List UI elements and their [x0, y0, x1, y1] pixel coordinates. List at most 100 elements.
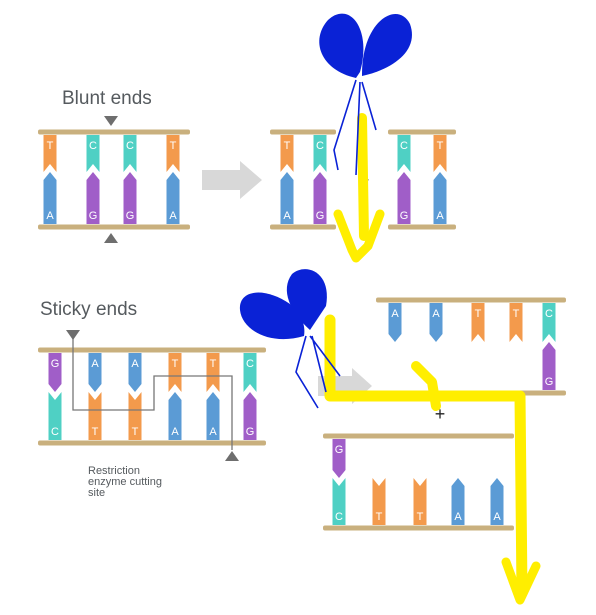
- blunt-left-fragment-bottom-backbone: [270, 224, 336, 230]
- blunt-right-fragment-base-0-bottom-G: [397, 172, 411, 224]
- sticky-original-base-2-bottom-label: T: [132, 426, 139, 438]
- cutting-site-note-line-3: site: [88, 487, 105, 499]
- yellow-scribble-line-1: [357, 113, 369, 241]
- blunt-cut-marker-bottom: [104, 233, 118, 243]
- blunt-right-fragment-bottom-backbone: [388, 224, 456, 230]
- blunt-original-base-3-top-label: T: [170, 140, 177, 152]
- sticky-original-base-1-bottom-label: T: [92, 426, 99, 438]
- sticky-original-base-0-bottom-label: C: [51, 426, 59, 438]
- sticky-bottom-fragment-top-backbone: [323, 433, 514, 439]
- blunt-original-top-backbone: [38, 129, 190, 135]
- sticky-bottom-fragment-base-0-bottom-C: [332, 478, 346, 525]
- sticky-original-base-0-top-G: [48, 353, 62, 392]
- blunt-original-base-0-top-label: T: [47, 140, 54, 152]
- sticky-original-base-3-top-label: T: [172, 358, 179, 370]
- blunt-original-base-2-top-label: C: [126, 140, 134, 152]
- sticky-original-base-1-bottom-T: [88, 392, 102, 440]
- blunt-original-base-2-bottom-G: [123, 172, 137, 224]
- blunt-original-base-0-bottom-label: A: [46, 210, 54, 222]
- sticky-bottom-fragment-base-4-bottom-A: [490, 478, 504, 525]
- blunt-original-base-3-bottom-label: A: [169, 210, 177, 222]
- blunt-left-fragment-top-backbone: [270, 129, 336, 135]
- sticky-top-fragment-base-3-top-label: T: [513, 308, 520, 320]
- sticky-original-top-backbone: [38, 347, 266, 353]
- blunt-right-fragment-base-0-top-C: [397, 135, 411, 172]
- blunt-ends-title: Blunt ends: [62, 88, 152, 109]
- hand-drawn-annotations: [239, 13, 541, 605]
- blunt-left-fragment-base-0-bottom-A: [280, 172, 294, 224]
- sticky-top-fragment-base-2-top-T: [471, 303, 485, 342]
- sticky-bottom-fragment-base-3-bottom-A: [451, 478, 465, 525]
- blunt-original-base-3-top-T: [166, 135, 180, 172]
- sticky-top-fragment-base-3-top-T: [509, 303, 523, 342]
- sticky-bottom-fragment-base-2-bottom-label: T: [417, 511, 424, 523]
- blue-scribble-stems-2: [295, 335, 341, 409]
- sticky-original-base-0-top-label: G: [51, 358, 60, 370]
- blunt-original-base-1-bottom-label: G: [89, 210, 98, 222]
- sticky-original-base-4-top-T: [206, 353, 220, 392]
- blunt-left-fragment-base-0-bottom-label: A: [283, 210, 291, 222]
- sticky-bottom-fragment-base-1-bottom-label: T: [376, 511, 383, 523]
- blunt-process-arrow: [202, 161, 262, 199]
- sticky-bottom-fragment-bottom-backbone: [323, 525, 514, 531]
- sticky-original-base-4-bottom-A: [206, 392, 220, 440]
- blunt-right-fragment-base-0-bottom-label: G: [400, 210, 409, 222]
- sticky-original-base-5-bottom-G: [243, 392, 257, 440]
- sticky-original-base-4-top-label: T: [210, 358, 217, 370]
- sticky-original-base-5-top-C: [243, 353, 257, 392]
- sticky-original-base-2-top-label: A: [131, 358, 139, 370]
- blunt-left-fragment-base-0-top-label: T: [284, 140, 291, 152]
- sticky-bottom-fragment-base-1-bottom-T: [372, 478, 386, 525]
- sticky-top-fragment-base-4-bottom-label: G: [545, 376, 554, 388]
- blue-scribble-loop-1b: [362, 13, 412, 77]
- sticky-top-fragment-base-4-top-label: C: [545, 308, 553, 320]
- sticky-cut-line: [72, 338, 233, 450]
- sticky-original-base-0-bottom-C: [48, 392, 62, 440]
- sticky-top-fragment-base-1-top-A: [429, 303, 443, 342]
- blue-scribble-stems-1: [333, 79, 377, 176]
- cutting-site-note-line-2: enzyme cutting: [88, 476, 162, 488]
- sticky-original-bottom-backbone: [38, 440, 266, 446]
- sticky-bottom-fragment-base-3-bottom-label: A: [454, 511, 462, 523]
- sticky-top-fragment-top-backbone: [376, 297, 566, 303]
- blunt-original-base-1-top-label: C: [89, 140, 97, 152]
- yellow-scribble-shape: [411, 361, 441, 411]
- sticky-cut-marker-bottom: [225, 451, 239, 461]
- blunt-left-fragment-base-1-bottom-G: [313, 172, 327, 224]
- sticky-original-base-1-top-label: A: [91, 358, 99, 370]
- cutting-site-note-line-1: Restriction: [88, 465, 140, 477]
- sticky-original-base-2-top-A: [128, 353, 142, 392]
- sticky-cut-marker-top: [66, 330, 80, 340]
- blunt-left-fragment-base-0-top-T: [280, 135, 294, 172]
- sticky-bottom-fragment-base-2-bottom-T: [413, 478, 427, 525]
- blunt-right-fragment-base-1-top-T: [433, 135, 447, 172]
- sticky-bottom-fragment-base-0-top-label: G: [335, 444, 344, 456]
- blue-scribble-loop-1a: [319, 13, 364, 79]
- sticky-ends-title: Sticky ends: [40, 299, 137, 320]
- blunt-original-base-1-top-C: [86, 135, 100, 172]
- sticky-top-fragment-base-0-top-label: A: [391, 308, 399, 320]
- blunt-left-fragment-base-1-top-label: C: [316, 140, 324, 152]
- sticky-bottom-fragment-base-4-bottom-label: A: [493, 511, 501, 523]
- sticky-top-fragment-base-2-top-label: T: [475, 308, 482, 320]
- sticky-original-base-3-bottom-label: A: [171, 426, 179, 438]
- sticky-original-base-1-top-A: [88, 353, 102, 392]
- sticky-original-base-3-bottom-A: [168, 392, 182, 440]
- blunt-original-bottom-backbone: [38, 224, 190, 230]
- blunt-original-base-0-bottom-A: [43, 172, 57, 224]
- blunt-left-fragment-base-1-bottom-label: G: [316, 210, 325, 222]
- blunt-original-base-1-bottom-G: [86, 172, 100, 224]
- sticky-top-fragment-base-4-top-C: [542, 303, 556, 342]
- yellow-scribble-arrowhead-1: [333, 209, 385, 263]
- blunt-cut-marker-top: [104, 116, 118, 126]
- blunt-original-base-0-top-T: [43, 135, 57, 172]
- sticky-top-fragment-base-1-top-label: A: [432, 308, 440, 320]
- sticky-original-base-2-bottom-T: [128, 392, 142, 440]
- sticky-bottom-fragment-base-0-top-G: [332, 439, 346, 478]
- sticky-top-fragment-base-4-bottom-G: [542, 342, 556, 390]
- blunt-left-fragment-base-1-top-C: [313, 135, 327, 172]
- yellow-scribble-line-2: [324, 314, 528, 598]
